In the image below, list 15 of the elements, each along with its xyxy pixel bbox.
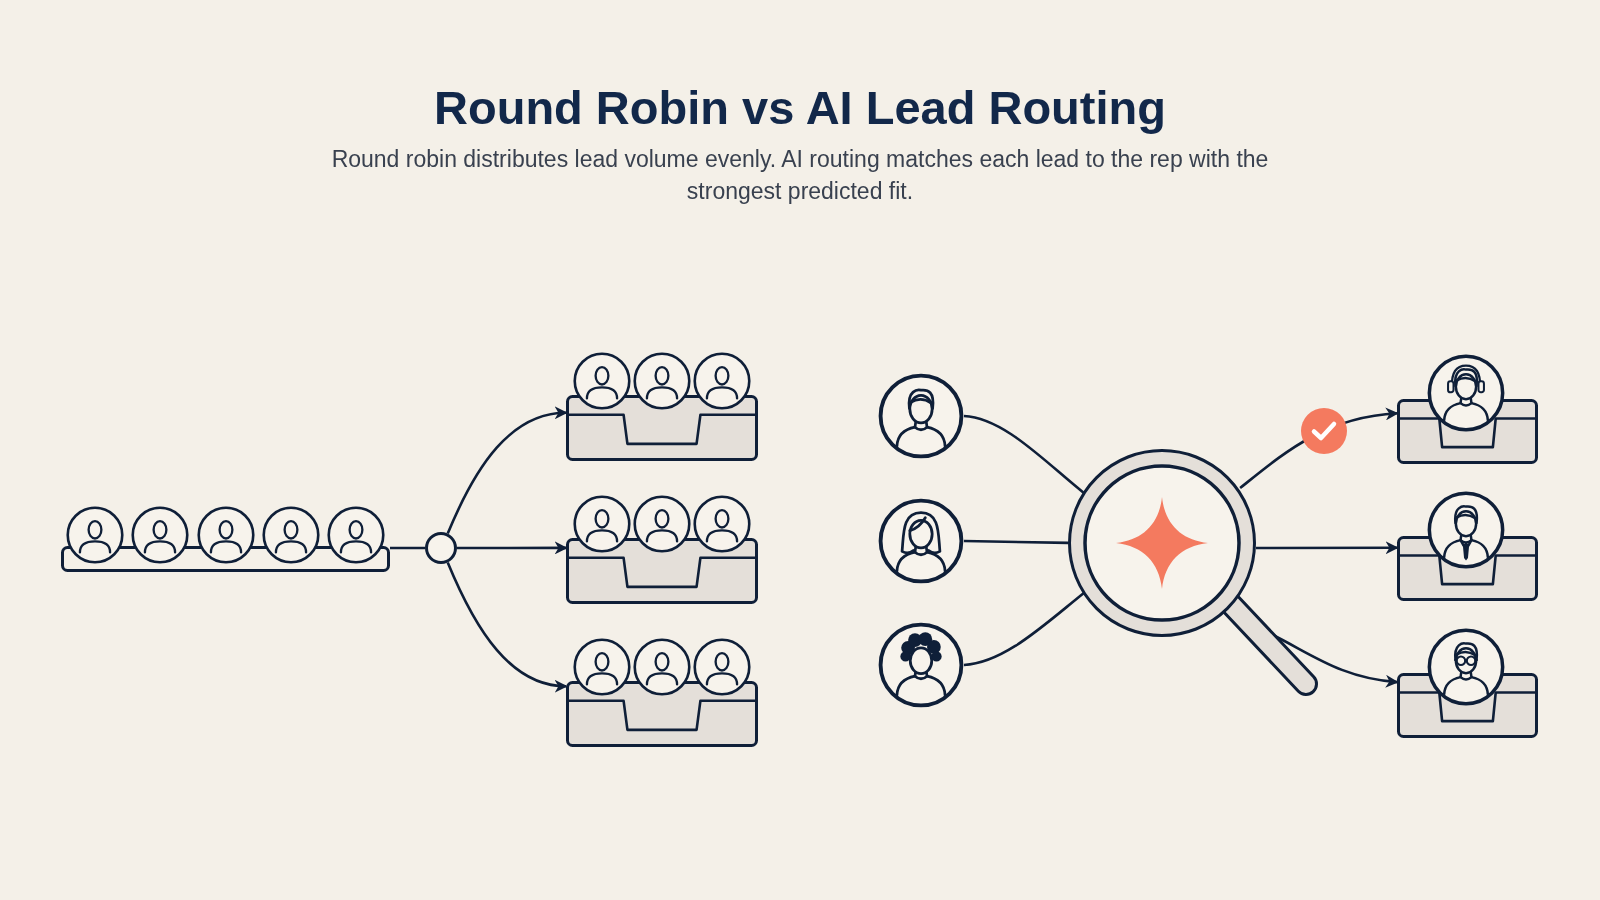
queue-tray [61,504,390,572]
arrow [1256,541,1399,555]
curly-haired-person-icon [878,622,964,708]
subtitle: Round robin distributes lead volume evenly. AI routing matches each lead to the rep with the strongest predicted fit. [330,145,1270,206]
arrow [446,561,568,692]
arrow [446,407,568,535]
title: Round Robin vs AI Lead Routing [434,80,1166,136]
connector-line [963,592,1085,667]
woman-avatar-icon [878,498,964,584]
junction-circle [425,532,457,564]
man-avatar-icon [878,373,964,459]
connector-line [963,539,1069,545]
connector-line [390,546,425,550]
arrow [457,541,568,555]
connector-line [963,414,1085,494]
